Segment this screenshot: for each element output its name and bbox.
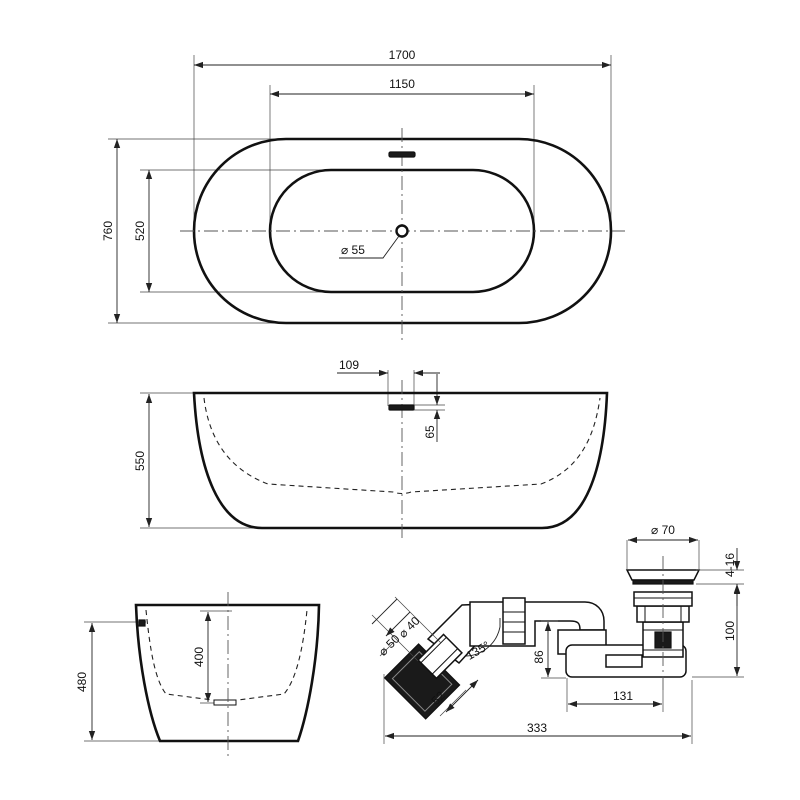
dim-4-16: 4-16 bbox=[723, 553, 737, 577]
union-coupler bbox=[502, 597, 526, 645]
dim-1700: 1700 bbox=[389, 48, 416, 62]
dim-65: 65 bbox=[423, 425, 437, 439]
dim-1150: 1150 bbox=[389, 77, 415, 91]
dim-480: 480 bbox=[75, 672, 89, 692]
dim-550: 550 bbox=[133, 451, 147, 471]
dim-333: 333 bbox=[527, 721, 547, 735]
dim-86: 86 bbox=[532, 650, 546, 664]
side-view: 550 109 65 bbox=[133, 358, 609, 542]
top-view: 1700 1150 760 520 ⌀ 55 bbox=[101, 48, 625, 340]
drain-assembly-detail: ⌀ 70 4-16 100 86 131 333 52 ⌀ 40 ⌀ 50 13… bbox=[371, 523, 744, 744]
overflow-icon bbox=[388, 151, 416, 158]
dim-100: 100 bbox=[723, 621, 737, 641]
drain-diameter-label: ⌀ 55 bbox=[341, 243, 365, 257]
tub-end-profile bbox=[134, 603, 321, 743]
tub-side-profile bbox=[192, 391, 609, 530]
side-overflow-icon bbox=[388, 404, 415, 411]
dim-131: 131 bbox=[613, 689, 633, 703]
dim-diameter-40: ⌀ 40 bbox=[396, 614, 423, 641]
dim-diameter-50: ⌀ 50 bbox=[376, 632, 403, 659]
dim-cap-diameter: ⌀ 70 bbox=[651, 523, 675, 537]
dim-520: 520 bbox=[133, 221, 147, 241]
dim-400: 400 bbox=[192, 647, 206, 667]
dim-109: 109 bbox=[339, 358, 359, 372]
end-view: 480 400 bbox=[75, 592, 321, 756]
dim-760: 760 bbox=[101, 221, 115, 241]
drain-icon bbox=[395, 224, 409, 238]
end-overflow-icon bbox=[138, 619, 146, 627]
